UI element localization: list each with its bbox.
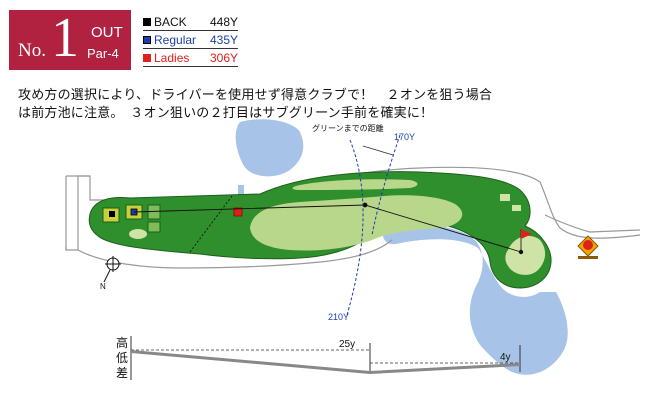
pond-front xyxy=(382,222,568,375)
tee-marker-ladies xyxy=(143,54,151,62)
bunker-right-side-2 xyxy=(512,205,521,211)
elevation-label-2: 低 xyxy=(116,351,128,365)
tee-marker-ladies-map xyxy=(233,207,243,217)
marker-210y: 210Y xyxy=(328,312,349,322)
bunker-right-side xyxy=(500,194,510,201)
description-line-2: は前方池に注意。 ３オン狙いの２打目はサブグリーン手前を確実に！ xyxy=(18,106,434,121)
tee-box-extra-area xyxy=(147,221,161,233)
pond-top xyxy=(235,119,304,177)
arc-210 xyxy=(346,139,364,316)
tee-row-regular: Regular 435Y xyxy=(143,33,238,51)
hole-number: 1 xyxy=(51,7,79,69)
arc-170 xyxy=(371,134,401,236)
elevation-mark-25y: 25y xyxy=(339,339,355,350)
distance-pointer xyxy=(362,145,394,156)
hole-number-prefix: No. xyxy=(18,40,46,61)
hole-par: Par-4 xyxy=(87,46,119,61)
pond-small xyxy=(238,185,244,197)
tee-row-back: BACK 448Y xyxy=(143,15,238,33)
tee-name-back: BACK xyxy=(154,15,187,29)
hole-badge: No. 1 OUT Par-4 xyxy=(9,7,131,70)
landing-point xyxy=(362,202,368,208)
compass: N xyxy=(100,256,121,291)
tee-marker-regular xyxy=(143,36,151,44)
next-hole-icon xyxy=(577,235,599,259)
tee-box-mid-area xyxy=(147,204,161,220)
flag-icon xyxy=(521,229,532,239)
fairway-upper xyxy=(292,179,418,190)
green-distance-label: グリーンまでの距離 xyxy=(312,123,384,133)
pin-point xyxy=(518,249,524,255)
tee-yardage-list: BACK 448Y Regular 435Y Ladies 306Y xyxy=(143,15,238,69)
hole-description: 攻め方の選択により、ドライバーを使用せず得意クラブで！ ２オンを狙う場合 は前方… xyxy=(18,87,492,123)
hole-side: OUT xyxy=(91,24,123,41)
elevation-mark-4y: 4y xyxy=(500,352,511,363)
tee-yards-ladies: 306Y xyxy=(209,51,238,65)
compass-label: N xyxy=(100,282,106,291)
tee-marker-back-map xyxy=(109,211,115,217)
tee-underline-regular xyxy=(143,48,238,49)
tee-yards-back: 448Y xyxy=(209,15,238,29)
tee-underline-back xyxy=(143,30,238,31)
description-line-1: 攻め方の選択により、ドライバーを使用せず得意クラブで！ ２オンを狙う場合 xyxy=(18,88,493,103)
elevation-label-3: 差 xyxy=(116,366,128,380)
tee-row-ladies: Ladies 306Y xyxy=(143,51,238,69)
cart-path-left xyxy=(65,175,90,251)
tee-name-regular: Regular xyxy=(154,33,197,47)
elevation-label-1: 高 xyxy=(116,335,128,350)
elevation-diagram: 25y 4y xyxy=(130,336,521,380)
marker-170y: 170Y xyxy=(394,132,415,142)
tee-marker-back xyxy=(143,18,151,26)
putting-green xyxy=(505,235,546,275)
tee-name-ladies: Ladies xyxy=(154,51,190,65)
bunker-left xyxy=(129,229,147,239)
tee-yards-regular: 435Y xyxy=(209,33,238,47)
tee-underline-ladies xyxy=(143,66,238,67)
fairway xyxy=(250,195,463,251)
